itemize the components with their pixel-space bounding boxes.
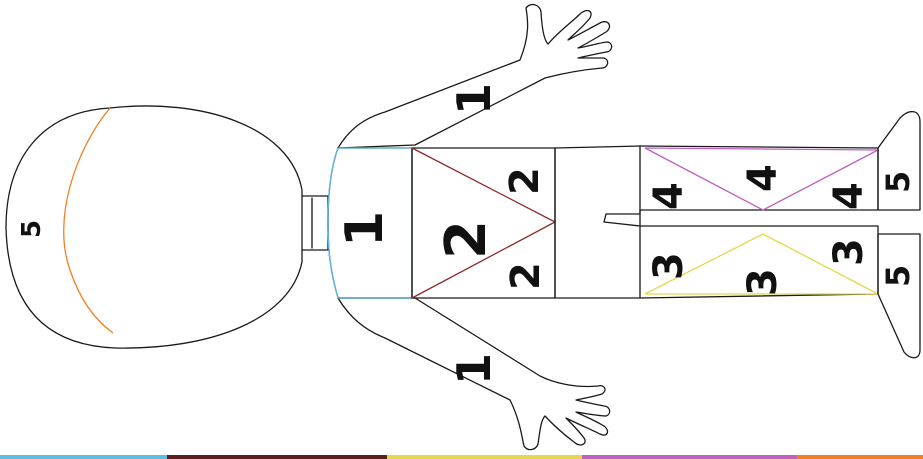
- purple-left-number: 4: [646, 182, 692, 210]
- upper-arm-number: 1: [447, 83, 501, 115]
- palette-swatch-1[interactable]: [0, 455, 167, 459]
- yellow-right-number: 3: [826, 238, 872, 266]
- purple-right-number: 4: [826, 182, 872, 210]
- lower-arm-number: 1: [447, 353, 501, 385]
- neck-outline: [302, 196, 328, 250]
- head-outline: [6, 106, 302, 348]
- waist[interactable]: [555, 146, 640, 298]
- shorts-top-number: 2: [502, 167, 548, 195]
- yellow-mid-number: 3: [740, 268, 786, 296]
- palette-swatch-5[interactable]: [797, 455, 923, 459]
- foot-bottom[interactable]: [878, 234, 920, 358]
- palette-swatch-3[interactable]: [387, 455, 582, 459]
- yellow-left-number: 3: [646, 252, 692, 280]
- palette-swatch-4[interactable]: [582, 455, 797, 459]
- head-number: 5: [17, 220, 47, 238]
- waist-outline: [555, 146, 640, 298]
- neck[interactable]: [302, 196, 328, 250]
- palette-swatch-2[interactable]: [167, 455, 387, 459]
- arm-top-outline: [338, 5, 612, 148]
- arm-top[interactable]: [338, 5, 612, 148]
- torso-number: 1: [335, 211, 395, 247]
- head[interactable]: [6, 106, 302, 348]
- foot-top[interactable]: [878, 112, 920, 210]
- foot-top-outline: [878, 112, 920, 210]
- shorts-bottom-number: 2: [503, 262, 549, 290]
- purple-mid-number: 4: [740, 164, 786, 192]
- hair-line: [64, 108, 113, 333]
- foot-bottom-number: 5: [879, 265, 917, 287]
- foot-bottom-outline: [878, 234, 920, 358]
- foot-top-number: 5: [879, 171, 917, 193]
- shorts-center-number: 2: [434, 220, 499, 259]
